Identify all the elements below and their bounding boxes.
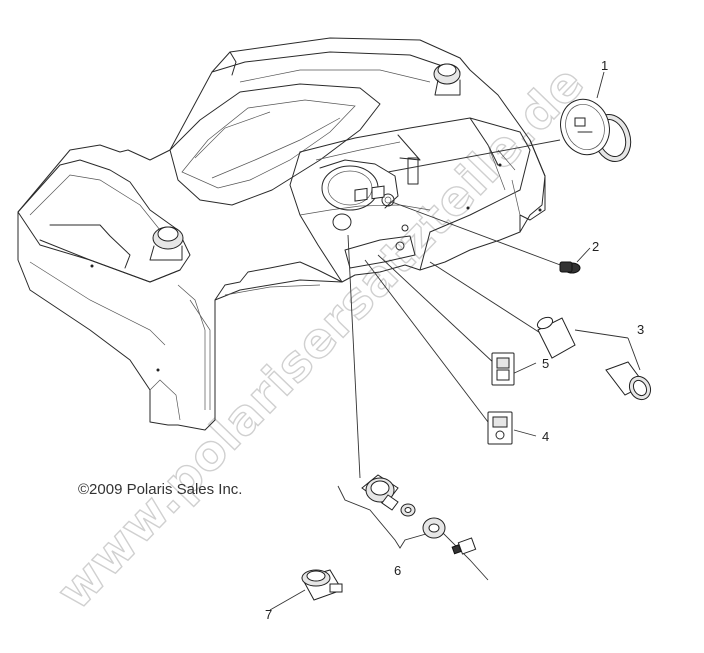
callout-2: 2 — [592, 239, 599, 254]
callout-4-line — [513, 429, 537, 437]
callout-6: 6 — [394, 563, 401, 578]
front-body-panel — [17, 37, 546, 431]
switch-4 — [487, 411, 513, 445]
leader-indicator — [391, 201, 564, 267]
callout-3-line-b — [627, 337, 641, 371]
callout-5: 5 — [542, 356, 549, 371]
copyright-text: ©2009 Polaris Sales Inc. — [78, 481, 242, 498]
switch-5 — [491, 352, 515, 386]
accessory-plug — [301, 569, 343, 601]
watermark: www.polarisersatzteile.de — [46, 54, 596, 621]
callout-7-line — [269, 589, 306, 611]
leader-ignition — [347, 234, 361, 479]
indicator-light — [559, 261, 581, 274]
callout-6-bracket — [337, 485, 489, 581]
callout-labels: 1 2 3 4 5 6 7 — [265, 58, 644, 622]
leader-switch-5 — [377, 254, 497, 366]
callout-1: 1 — [601, 58, 608, 73]
leader-switch-4 — [364, 259, 489, 423]
leader-outlet — [429, 261, 546, 337]
callout-3-line-a — [574, 329, 629, 339]
callout-4: 4 — [542, 429, 549, 444]
watermark-text: www.polarisersatzteile.de — [46, 55, 595, 621]
callout-7: 7 — [265, 607, 272, 622]
callout-3: 3 — [637, 322, 644, 337]
ignition-switch-kit — [361, 474, 477, 555]
callout-1-line — [596, 71, 605, 99]
leader-gauge — [387, 139, 561, 173]
power-outlet — [536, 316, 652, 401]
speedometer-gauge — [560, 98, 632, 162]
callout-2-line — [576, 247, 591, 263]
